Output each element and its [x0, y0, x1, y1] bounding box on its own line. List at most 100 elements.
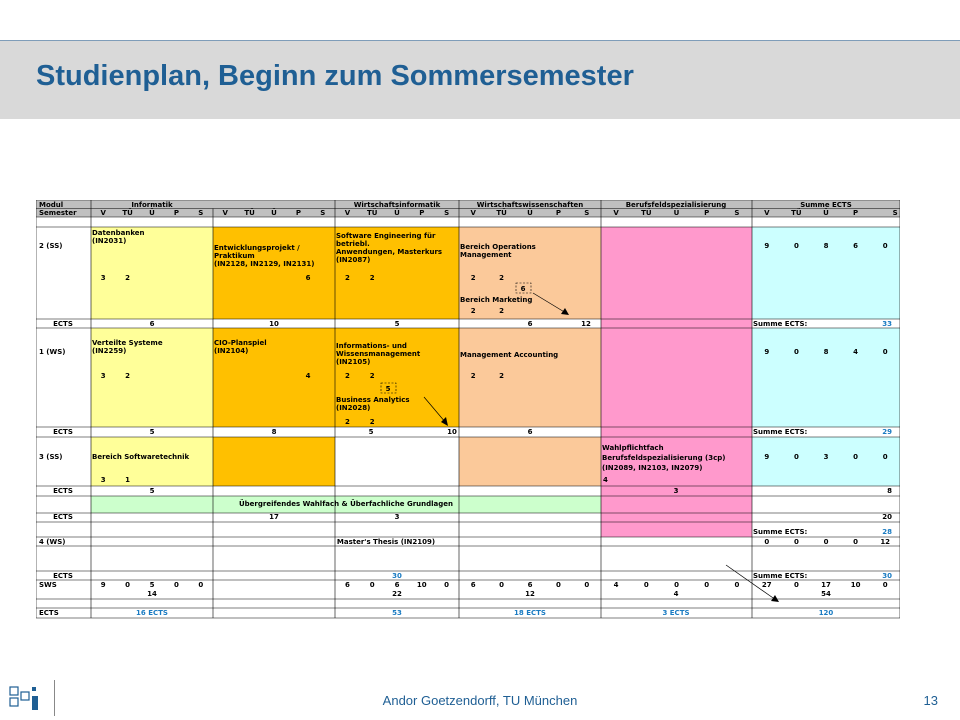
sws-sum-4: 0 — [883, 581, 888, 589]
ects-label-final: ECTS — [39, 609, 59, 617]
area-summe-r2 — [752, 227, 900, 319]
course-uebergreifend: Übergreifendes Wahlfach & Überfachliche … — [239, 499, 453, 508]
sem-label-2ss: 2 (SS) — [39, 242, 62, 250]
sws-total-winf: 22 — [392, 590, 402, 598]
subcol-4-4: S — [734, 209, 739, 217]
course-informations-line-1: Wissensmanagement — [336, 350, 421, 358]
final-ects-winf: 53 — [392, 609, 402, 617]
r3-swt-val-0: 3 — [101, 476, 106, 484]
sws-total-inf: 14 — [147, 590, 157, 598]
r4-ects: 30 — [392, 572, 402, 580]
subcol-0-3: P — [174, 209, 179, 217]
subcol-3-4: S — [584, 209, 589, 217]
course-entwicklungsprojekt-line-2: (IN2128, IN2129, IN2131) — [214, 260, 314, 268]
course-cio-planspiel-line-1: (IN2104) — [214, 347, 248, 355]
final-ects-inf: 16 ECTS — [136, 609, 168, 617]
r2-sweng-val-0: 2 — [345, 274, 350, 282]
r2-sum-val-1: 0 — [794, 242, 799, 250]
sws-bfs-2: 0 — [674, 581, 679, 589]
r1-ects-winf-total: 10 — [447, 428, 457, 436]
sws-wiwi-0: 6 — [471, 581, 476, 589]
modul-label: Modul — [39, 201, 63, 209]
sws-winf-2: 6 — [395, 581, 400, 589]
r2-ects-inf: 6 — [150, 320, 155, 328]
r1-info-val-1: 2 — [370, 372, 375, 380]
course-verteilte-systeme-line-1: (IN2259) — [92, 347, 126, 355]
r2-total: 33 — [882, 320, 892, 328]
area-wiwi-r2 — [459, 227, 601, 319]
sws-total-wiwi: 12 — [525, 590, 535, 598]
course-software-engineering-line-2: Anwendungen, Masterkurs — [336, 248, 442, 256]
final-ects-total: 120 — [819, 609, 834, 617]
tum-logo — [8, 684, 44, 714]
sws-winf-3: 10 — [417, 581, 427, 589]
area-header-wiwi: Wirtschaftswissenschaften — [477, 201, 584, 209]
sws-sum-2: 17 — [821, 581, 831, 589]
r1-sum-val-1: 0 — [794, 348, 799, 356]
sem-label-3ss: 3 (SS) — [39, 453, 62, 461]
area-winf-r1a — [213, 328, 335, 427]
r3-total: 28 — [882, 528, 892, 536]
r3-ects-inf: 5 — [150, 487, 155, 495]
subcol-3-1: TÜ — [496, 208, 507, 217]
subcol-summe-1: TÜ — [791, 208, 802, 217]
sws-label: SWS — [39, 581, 57, 589]
sws-wiwi-2: 6 — [528, 581, 533, 589]
r2-ects-wiwi-total: 12 — [581, 320, 591, 328]
sws-inf-0: 9 — [101, 581, 106, 589]
area-header-winf: Wirtschaftsinformatik — [354, 201, 441, 209]
course-verteilte-systeme-line-0: Verteilte Systeme — [92, 339, 163, 347]
sws-winf-4: 0 — [444, 581, 449, 589]
sws-sum-1: 0 — [794, 581, 799, 589]
r2-sum-val-2: 8 — [824, 242, 829, 250]
area-header-berufsfeld: Berufsfeldspezialisierung — [626, 201, 727, 209]
dashed-box-r2 — [515, 282, 532, 294]
sws-inf-3: 0 — [174, 581, 179, 589]
subcol-2-2: Ü — [394, 208, 400, 217]
r2-datenbanken-val-1: 2 — [125, 274, 130, 282]
r4-sum-val-0: 0 — [764, 538, 769, 546]
r1-sum-val-0: 9 — [764, 348, 769, 356]
r4-sum-val-1: 0 — [794, 538, 799, 546]
ects-label-r1: ECTS — [53, 428, 73, 436]
r2-operations-val-1: 2 — [499, 274, 504, 282]
r2-box-val: 6 — [521, 285, 526, 293]
course-wahlpflicht-line-2: (IN2089, IN2103, IN2079) — [602, 464, 702, 472]
sws-wiwi-1: 0 — [499, 581, 504, 589]
r2-operations-val-0: 2 — [471, 274, 476, 282]
subcol-summe-2: Ü — [823, 208, 829, 217]
subcol-3-3: P — [556, 209, 561, 217]
r1-acct-val-1: 2 — [499, 372, 504, 380]
r3-ects-total: 8 — [887, 487, 892, 495]
area-wiwi-r3 — [459, 437, 601, 486]
course-software-engineering-line-1: betriebl. — [336, 240, 370, 248]
ects-label-r3: ECTS — [53, 487, 73, 495]
r1-sum-val-2: 8 — [824, 348, 829, 356]
r4-sum-val-2: 0 — [824, 538, 829, 546]
area-informatik-r3 — [91, 437, 213, 486]
r1-ba-val-1: 2 — [370, 418, 375, 426]
subcol-3-0: V — [470, 209, 476, 217]
area-winf-r3 — [213, 437, 335, 486]
subcol-summe-4: S — [893, 209, 898, 217]
final-ects-wiwi: 18 ECTS — [514, 609, 546, 617]
r1-ects-inf: 5 — [150, 428, 155, 436]
subcol-0-2: Ü — [149, 208, 155, 217]
sws-inf-1: 0 — [125, 581, 130, 589]
area-winf-r1b — [335, 328, 459, 427]
r1-verteilte-val-1: 2 — [125, 372, 130, 380]
course-informations-line-0: Informations- und — [336, 342, 407, 350]
course-entwicklungsprojekt-line-1: Praktikum — [214, 252, 255, 260]
course-business-analytics-line-0: Business Analytics — [336, 396, 410, 404]
r3-sum-val-4: 0 — [883, 453, 888, 461]
subcol-0-1: TÜ — [122, 208, 133, 217]
sws-wiwi-3: 0 — [556, 581, 561, 589]
arrow-r4 — [725, 564, 777, 601]
r1-box-val: 5 — [386, 385, 391, 393]
arrow-r2 — [532, 292, 567, 314]
subcol-3-2: Ü — [527, 208, 533, 217]
subcol-4-3: P — [704, 209, 709, 217]
area-wiwi-r1 — [459, 328, 601, 427]
r2-sum-val-4: 0 — [883, 242, 888, 250]
r1-ects-wiwi: 6 — [528, 428, 533, 436]
